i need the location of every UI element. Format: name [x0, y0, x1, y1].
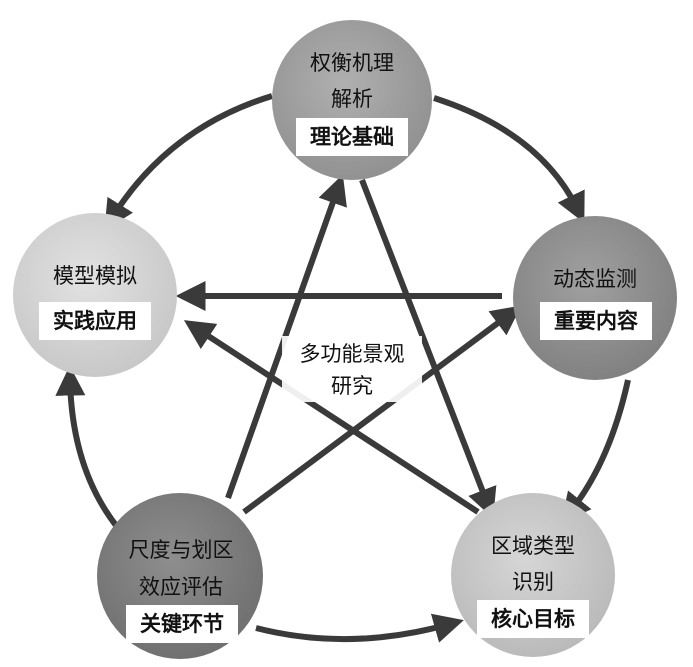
node-bottom-right-line2: 识别 — [512, 570, 554, 594]
node-bottom-left-line1: 尺度与划区 — [129, 538, 234, 562]
arrow-right-to-bottom-right — [561, 379, 631, 524]
node-top: 权衡机理 解析 理论基础 — [272, 20, 432, 180]
outer-cycle-arrows — [55, 93, 631, 643]
node-left: 模型模拟 实践应用 — [13, 213, 177, 377]
arrow-bottom-left-to-bottom-right — [255, 613, 464, 643]
node-bottom-right-line1: 区域类型 — [491, 534, 575, 558]
center-label-bg — [282, 336, 422, 402]
node-right-tag: 重要内容 — [554, 309, 638, 333]
node-left-tag-bg — [39, 302, 151, 340]
arrow-top-to-right — [433, 95, 585, 223]
node-right-tag-bg — [540, 302, 652, 340]
node-right-line1: 动态监测 — [553, 267, 637, 291]
arrow-bottom-left-to-right — [242, 305, 522, 515]
arrow-top-to-bottom-right — [359, 178, 497, 519]
center-label: 多功能景观 研究 — [282, 336, 422, 402]
node-bottom-right: 区域类型 识别 核心目标 — [451, 493, 615, 657]
node-left-line1: 模型模拟 — [53, 264, 137, 288]
node-right: 动态监测 重要内容 — [513, 216, 677, 380]
node-left-circle — [13, 213, 177, 377]
node-bottom-left-line2: 效应评估 — [139, 575, 223, 599]
node-bottom-left-tag-bg — [126, 605, 238, 643]
node-bottom-left-tag: 关键环节 — [140, 612, 224, 636]
node-bottom-right-tag: 核心目标 — [491, 607, 575, 631]
center-label-line1: 多功能景观 — [300, 342, 405, 366]
center-label-line2: 研究 — [331, 374, 373, 398]
node-bottom-left: 尺度与划区 效应评估 关键环节 — [97, 493, 263, 659]
node-top-tag-bg — [296, 118, 408, 156]
node-top-line1: 权衡机理 — [310, 51, 394, 75]
arrow-bottom-left-to-left — [55, 365, 121, 530]
node-top-line2: 解析 — [331, 87, 373, 111]
arrow-bottom-right-to-left — [183, 320, 480, 515]
arrow-top-to-left — [104, 93, 273, 231]
node-left-tag: 实践应用 — [53, 309, 137, 333]
node-top-tag: 理论基础 — [310, 125, 394, 149]
node-right-circle — [513, 216, 677, 380]
node-bottom-right-tag-bg — [477, 600, 589, 638]
